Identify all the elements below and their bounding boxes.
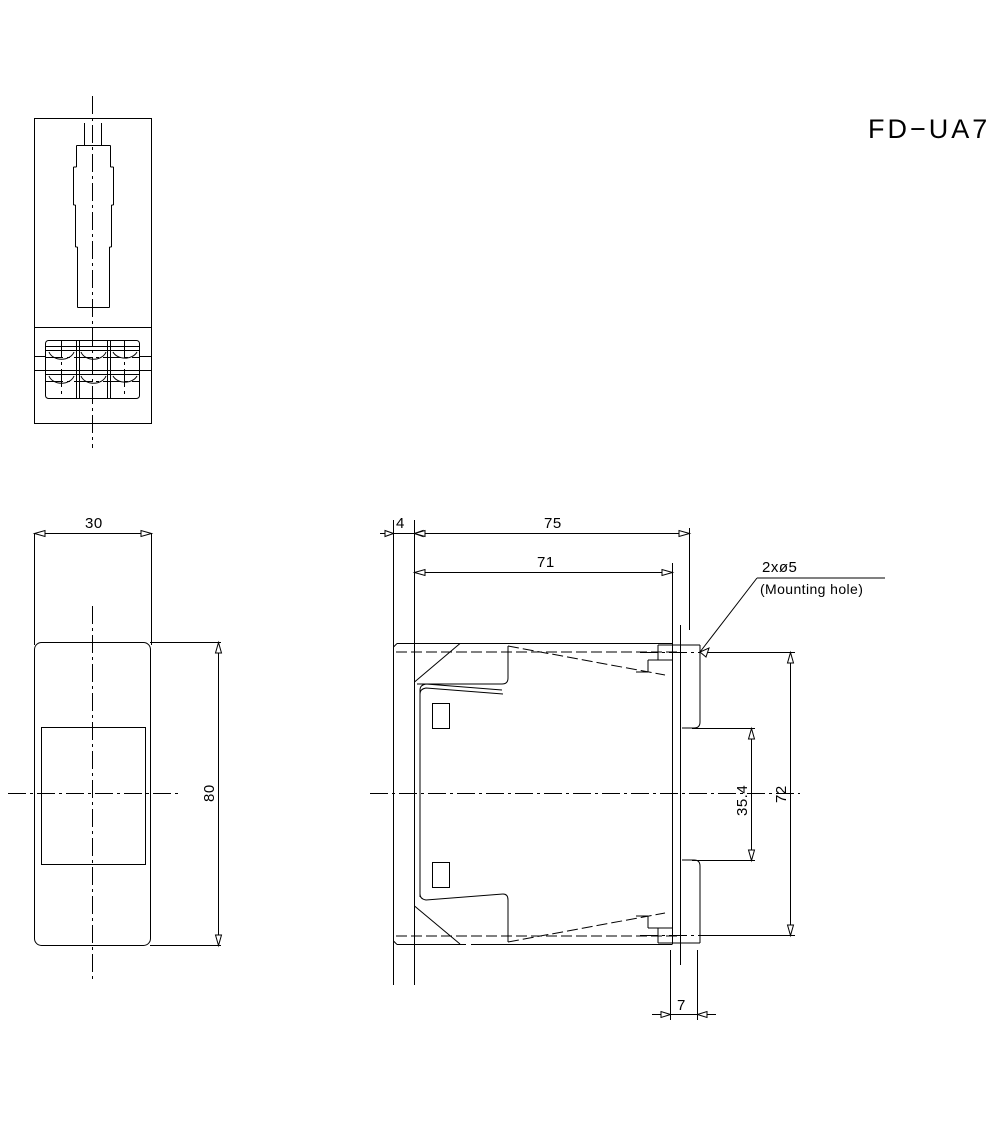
dimension-4: 4 [380, 515, 428, 540]
top-view-inner-body [73, 123, 114, 308]
top-view-outline [34, 118, 152, 424]
dimension-30: 30 [32, 515, 154, 645]
dimension-75-label: 75 [544, 515, 562, 532]
dimension-35-4-label: 35.4 [734, 785, 751, 816]
top-view-terminal-block [34, 340, 152, 399]
mounting-hole-callout-line2: (Mounting hole) [760, 581, 863, 597]
dimension-71-label: 71 [537, 554, 555, 571]
dimension-30-label: 30 [85, 515, 103, 532]
dimension-72-label: 72 [773, 785, 790, 803]
side-view-back-plate [393, 538, 415, 985]
front-view-window [41, 727, 146, 865]
front-view: 30 80 [8, 515, 223, 980]
dimension-4-label: 4 [396, 515, 405, 532]
side-view-hidden-lines [396, 645, 680, 943]
top-view [34, 96, 152, 448]
dimension-80-label: 80 [201, 784, 218, 802]
mounting-hole-callout: 2xø5 (Mounting hole) [699, 559, 885, 658]
side-view-boss-lower [432, 862, 450, 888]
dimension-75: 75 [412, 515, 692, 645]
mounting-hole-callout-line1: 2xø5 [762, 559, 797, 576]
mounting-flange-upper [636, 644, 730, 729]
terminal-screw-arc [80, 351, 107, 360]
terminal-screw-arc [48, 351, 75, 360]
dimension-7-label: 7 [677, 997, 686, 1014]
dimension-80: 80 [150, 640, 223, 948]
part-number-title: FD−UA7 [868, 114, 990, 144]
side-view: 4 75 71 [370, 515, 885, 1020]
dimension-71: 71 [412, 554, 675, 645]
dimension-72: 72 [700, 650, 795, 938]
side-view-boss-upper [432, 703, 450, 729]
mounting-flange-lower [636, 859, 730, 944]
dimension-7: 7 [652, 950, 716, 1020]
terminal-lug-left [34, 356, 46, 371]
terminal-lug-right [139, 356, 152, 371]
terminal-screw-arc [112, 351, 138, 359]
terminal-screw-arc [80, 375, 107, 384]
front-view-outline [34, 642, 151, 946]
side-view-body-profile [393, 625, 681, 965]
dimension-35-4: 35.4 [692, 726, 756, 863]
